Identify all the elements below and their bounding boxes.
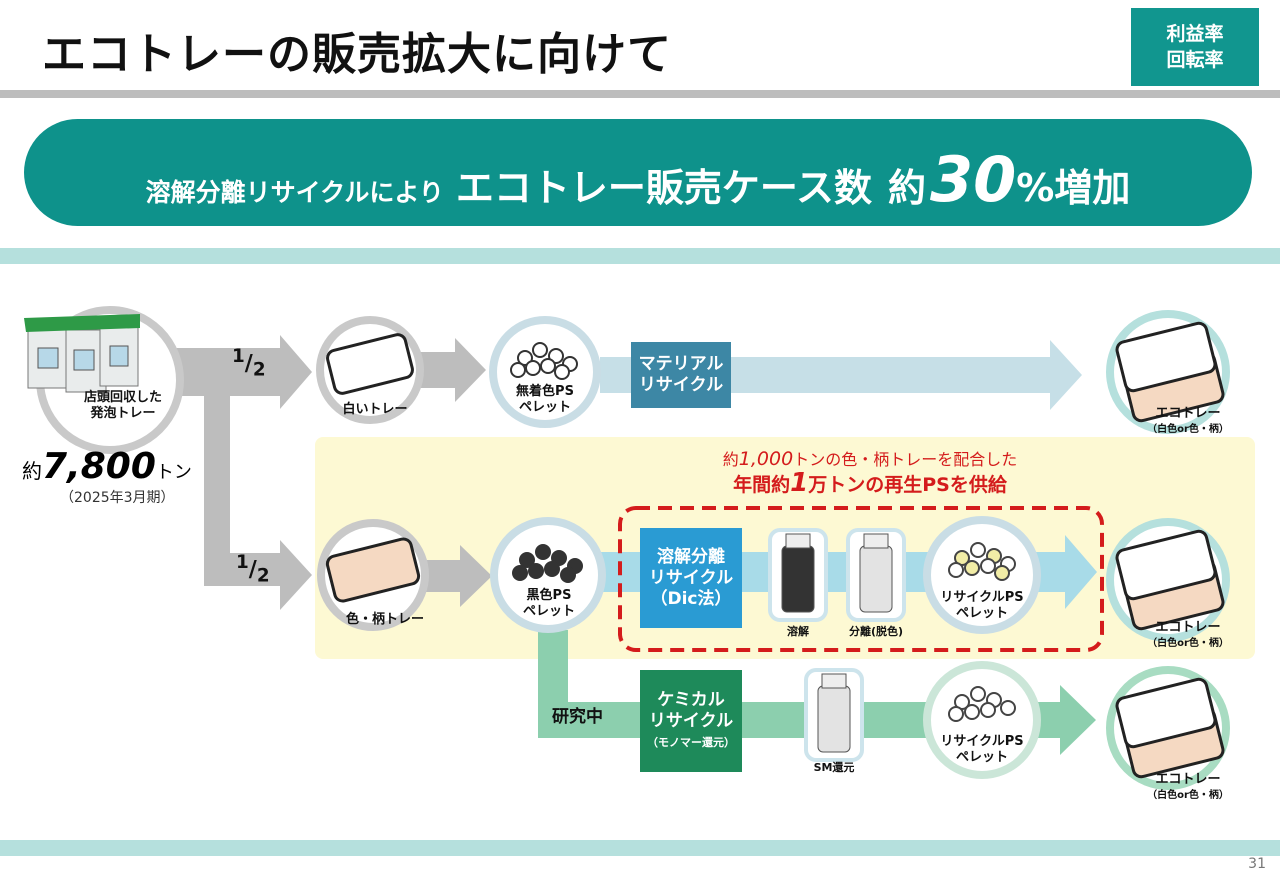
- amount-value: 7,800: [42, 446, 156, 487]
- row3-output-sub: （白色or色・柄）: [1147, 790, 1229, 801]
- source-label-line1: 店頭回収した: [83, 390, 162, 405]
- fraction-lower: 1/2: [236, 552, 270, 587]
- banner-prefix: 溶解分離リサイクルにより: [145, 178, 444, 207]
- chem-sub: （モノマー還元）: [647, 735, 735, 749]
- page-title: エコトレーの販売拡大に向けて: [42, 29, 672, 80]
- recycle-bins-icon: [24, 314, 140, 393]
- row2-arrow-1: [425, 545, 492, 607]
- dissolve-label: 溶解: [787, 625, 809, 638]
- banner-main: エコトレー販売ケース数: [455, 166, 872, 210]
- row1-output-sub: （白色or色・柄）: [1147, 424, 1229, 435]
- fraction-upper: 1/2: [232, 346, 266, 381]
- title-divider: [0, 90, 1280, 98]
- black-pellet-label: 黒色PS ペレット: [504, 588, 594, 620]
- top-band: [0, 248, 1280, 264]
- recycled-line2: ペレット: [955, 606, 1008, 621]
- row3-output-label: エコトレー: [1155, 772, 1221, 787]
- hl2-suffix: 万トンの再生PSを供給: [808, 474, 1007, 496]
- split-arrows: [204, 335, 312, 610]
- source-amount: 約7,800トン: [22, 446, 192, 487]
- row2-output-label: エコトレー: [1155, 620, 1221, 635]
- hl1-number: 1,000: [738, 448, 794, 470]
- banner-approx: 約: [888, 166, 927, 210]
- source-label: 店頭回収した 発泡トレー: [68, 390, 178, 422]
- fraction-lower-num: 1: [236, 552, 249, 573]
- amount-prefix: 約: [22, 459, 42, 483]
- black-pellet-line1: 黒色PS: [526, 588, 572, 603]
- hl2-prefix: 年間約: [733, 474, 791, 496]
- source-period: （2025年3月期）: [60, 490, 175, 506]
- row3-recycled-line2: ペレット: [955, 750, 1008, 765]
- kpi-line-profit: 利益率: [1166, 23, 1224, 45]
- material-recycle-box: マテリアル リサイクル: [631, 342, 731, 408]
- amount-unit: トン: [155, 462, 192, 483]
- clear-pellet-line2: ペレット: [518, 400, 571, 415]
- material-line1: マテリアル: [638, 354, 724, 374]
- row3-recycled-pellet-circle: [923, 661, 1041, 779]
- row3-recycled-line1: リサイクルPS: [940, 734, 1024, 749]
- highlight-dashed-outline: [618, 506, 1104, 652]
- banner-suffix: %増加: [1016, 166, 1131, 210]
- clear-pellet-label: 無着色PS ペレット: [502, 384, 588, 416]
- highlight-line1: 約1,000トンの色・柄トレーを配合した: [640, 446, 1100, 470]
- recycled-pellet-label: リサイクルPS ペレット: [930, 590, 1034, 622]
- color-tray-label: 色・柄トレー: [345, 612, 424, 627]
- dic-line3: （Dic法）: [650, 588, 732, 609]
- white-tray-label: 白いトレー: [342, 402, 408, 417]
- chemical-recycle-box: ケミカル リサイクル （モノマー還元）: [640, 670, 742, 772]
- highlight-line2: 年間約1万トンの再生PSを供給: [640, 468, 1100, 498]
- bottom-band: [0, 840, 1280, 856]
- material-line2: リサイクル: [638, 375, 724, 395]
- recycled-line1: リサイクルPS: [940, 590, 1024, 605]
- row3-recycled-label: リサイクルPS ペレット: [930, 734, 1034, 766]
- recycled-pellet-circle: [923, 516, 1041, 634]
- kpi-line-turnover: 回転率: [1166, 49, 1224, 71]
- row1-output-label: エコトレー: [1155, 406, 1221, 421]
- chem-line2: リサイクル: [648, 710, 734, 731]
- research-label: 研究中: [552, 707, 603, 727]
- row1-arrow-1: [420, 338, 486, 402]
- black-pellet-line2: ペレット: [522, 604, 575, 619]
- kpi-badge: 利益率 回転率: [1131, 8, 1259, 86]
- headline-banner: 溶解分離リサイクルにより エコトレー販売ケース数 約 30 %増加: [24, 119, 1252, 226]
- separate-label: 分離(脱色): [848, 625, 904, 638]
- fraction-lower-den: 2: [256, 565, 270, 587]
- fraction-upper-den: 2: [252, 359, 266, 381]
- row2-output-sub: （白色or色・柄）: [1147, 638, 1229, 649]
- banner-number: 30: [930, 143, 1017, 216]
- source-label-line2: 発泡トレー: [90, 406, 156, 421]
- hl2-number: 1: [790, 468, 809, 498]
- dic-line1: 溶解分離: [657, 546, 725, 567]
- sm-label: SM還元: [813, 761, 855, 774]
- dic-recycle-box: 溶解分離 リサイクル （Dic法）: [640, 528, 742, 628]
- page-number: 31: [1248, 856, 1266, 872]
- chem-line1: ケミカル: [657, 689, 725, 710]
- hl1-prefix: 約: [722, 450, 739, 469]
- clear-pellet-line1: 無着色PS: [516, 384, 574, 399]
- hl1-suffix: トンの色・柄トレーを配合した: [793, 450, 1018, 469]
- dic-line2: リサイクル: [648, 567, 734, 588]
- fraction-upper-num: 1: [232, 346, 245, 367]
